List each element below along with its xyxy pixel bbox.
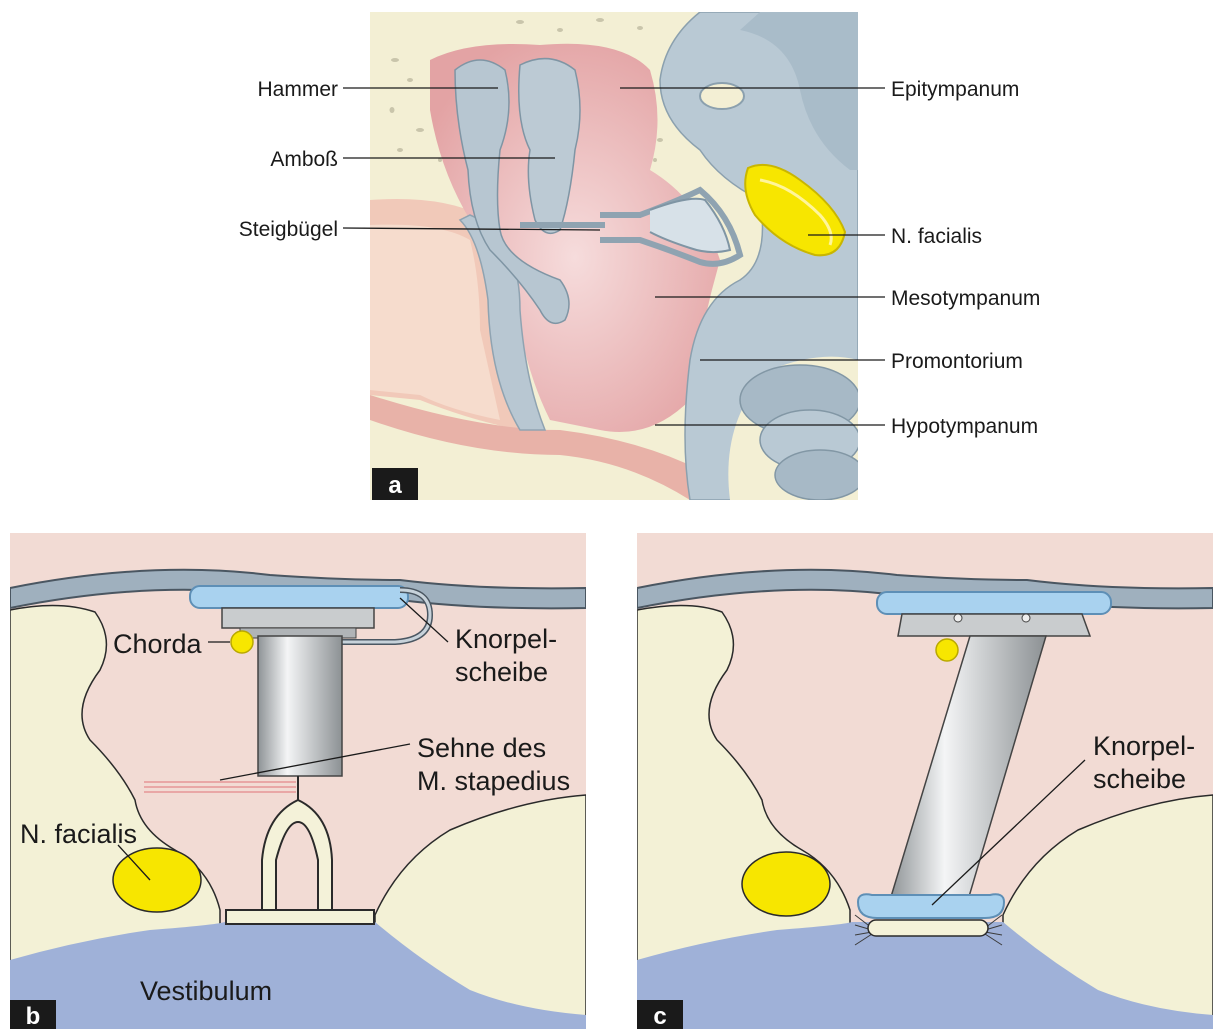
label-knorpel-b-1: Knorpel- bbox=[455, 624, 557, 654]
label-steigbuegel: Steigbügel bbox=[239, 218, 338, 241]
footplate-c bbox=[868, 920, 988, 936]
piston-rivet-1 bbox=[954, 614, 962, 622]
chorda-b bbox=[231, 631, 253, 653]
panel-b-letter: b bbox=[26, 1003, 41, 1029]
piston-shaft-b bbox=[258, 636, 342, 776]
panel-c: c Knorpel- scheibe bbox=[637, 533, 1213, 1029]
label-knorpel-b-2: scheibe bbox=[455, 657, 548, 687]
label-knorpel-c-2: scheibe bbox=[1093, 764, 1186, 794]
panel-a: a Hammer Amboß Steigbügel Epitympanum N.… bbox=[239, 12, 1041, 500]
label-n-facialis-a: N. facialis bbox=[891, 225, 982, 248]
label-n-facialis-b: N. facialis bbox=[20, 819, 137, 849]
label-mesotympanum: Mesotympanum bbox=[891, 287, 1040, 310]
piston-head-b bbox=[222, 608, 374, 628]
label-sehne-1: Sehne des bbox=[417, 733, 546, 763]
cartilage-disc-c-top bbox=[877, 592, 1111, 614]
piston-head-c bbox=[898, 614, 1090, 636]
label-promontorium: Promontorium bbox=[891, 350, 1023, 373]
label-epitympanum: Epitympanum bbox=[891, 78, 1019, 101]
cartilage-disc-c-bottom bbox=[858, 894, 1004, 918]
canal-opening bbox=[700, 83, 744, 109]
label-sehne-2: M. stapedius bbox=[417, 766, 570, 796]
panel-c-letter: c bbox=[653, 1003, 666, 1029]
label-hypotympanum: Hypotympanum bbox=[891, 415, 1038, 438]
label-hammer: Hammer bbox=[257, 78, 338, 101]
panel-b: b Chorda Knorpel- scheibe Sehne des M. s… bbox=[10, 533, 586, 1029]
stapes-footplate-b bbox=[226, 910, 374, 924]
label-amboss: Amboß bbox=[270, 148, 338, 171]
label-knorpel-c-1: Knorpel- bbox=[1093, 731, 1195, 761]
label-vestibulum: Vestibulum bbox=[140, 976, 272, 1006]
label-chorda: Chorda bbox=[113, 629, 203, 659]
facial-nerve-b bbox=[113, 848, 201, 912]
panel-a-letter: a bbox=[388, 472, 402, 499]
facial-nerve-c bbox=[742, 852, 830, 916]
chorda-c bbox=[936, 639, 958, 661]
cartilage-disc-b bbox=[190, 586, 408, 608]
piston-rivet-2 bbox=[1022, 614, 1030, 622]
